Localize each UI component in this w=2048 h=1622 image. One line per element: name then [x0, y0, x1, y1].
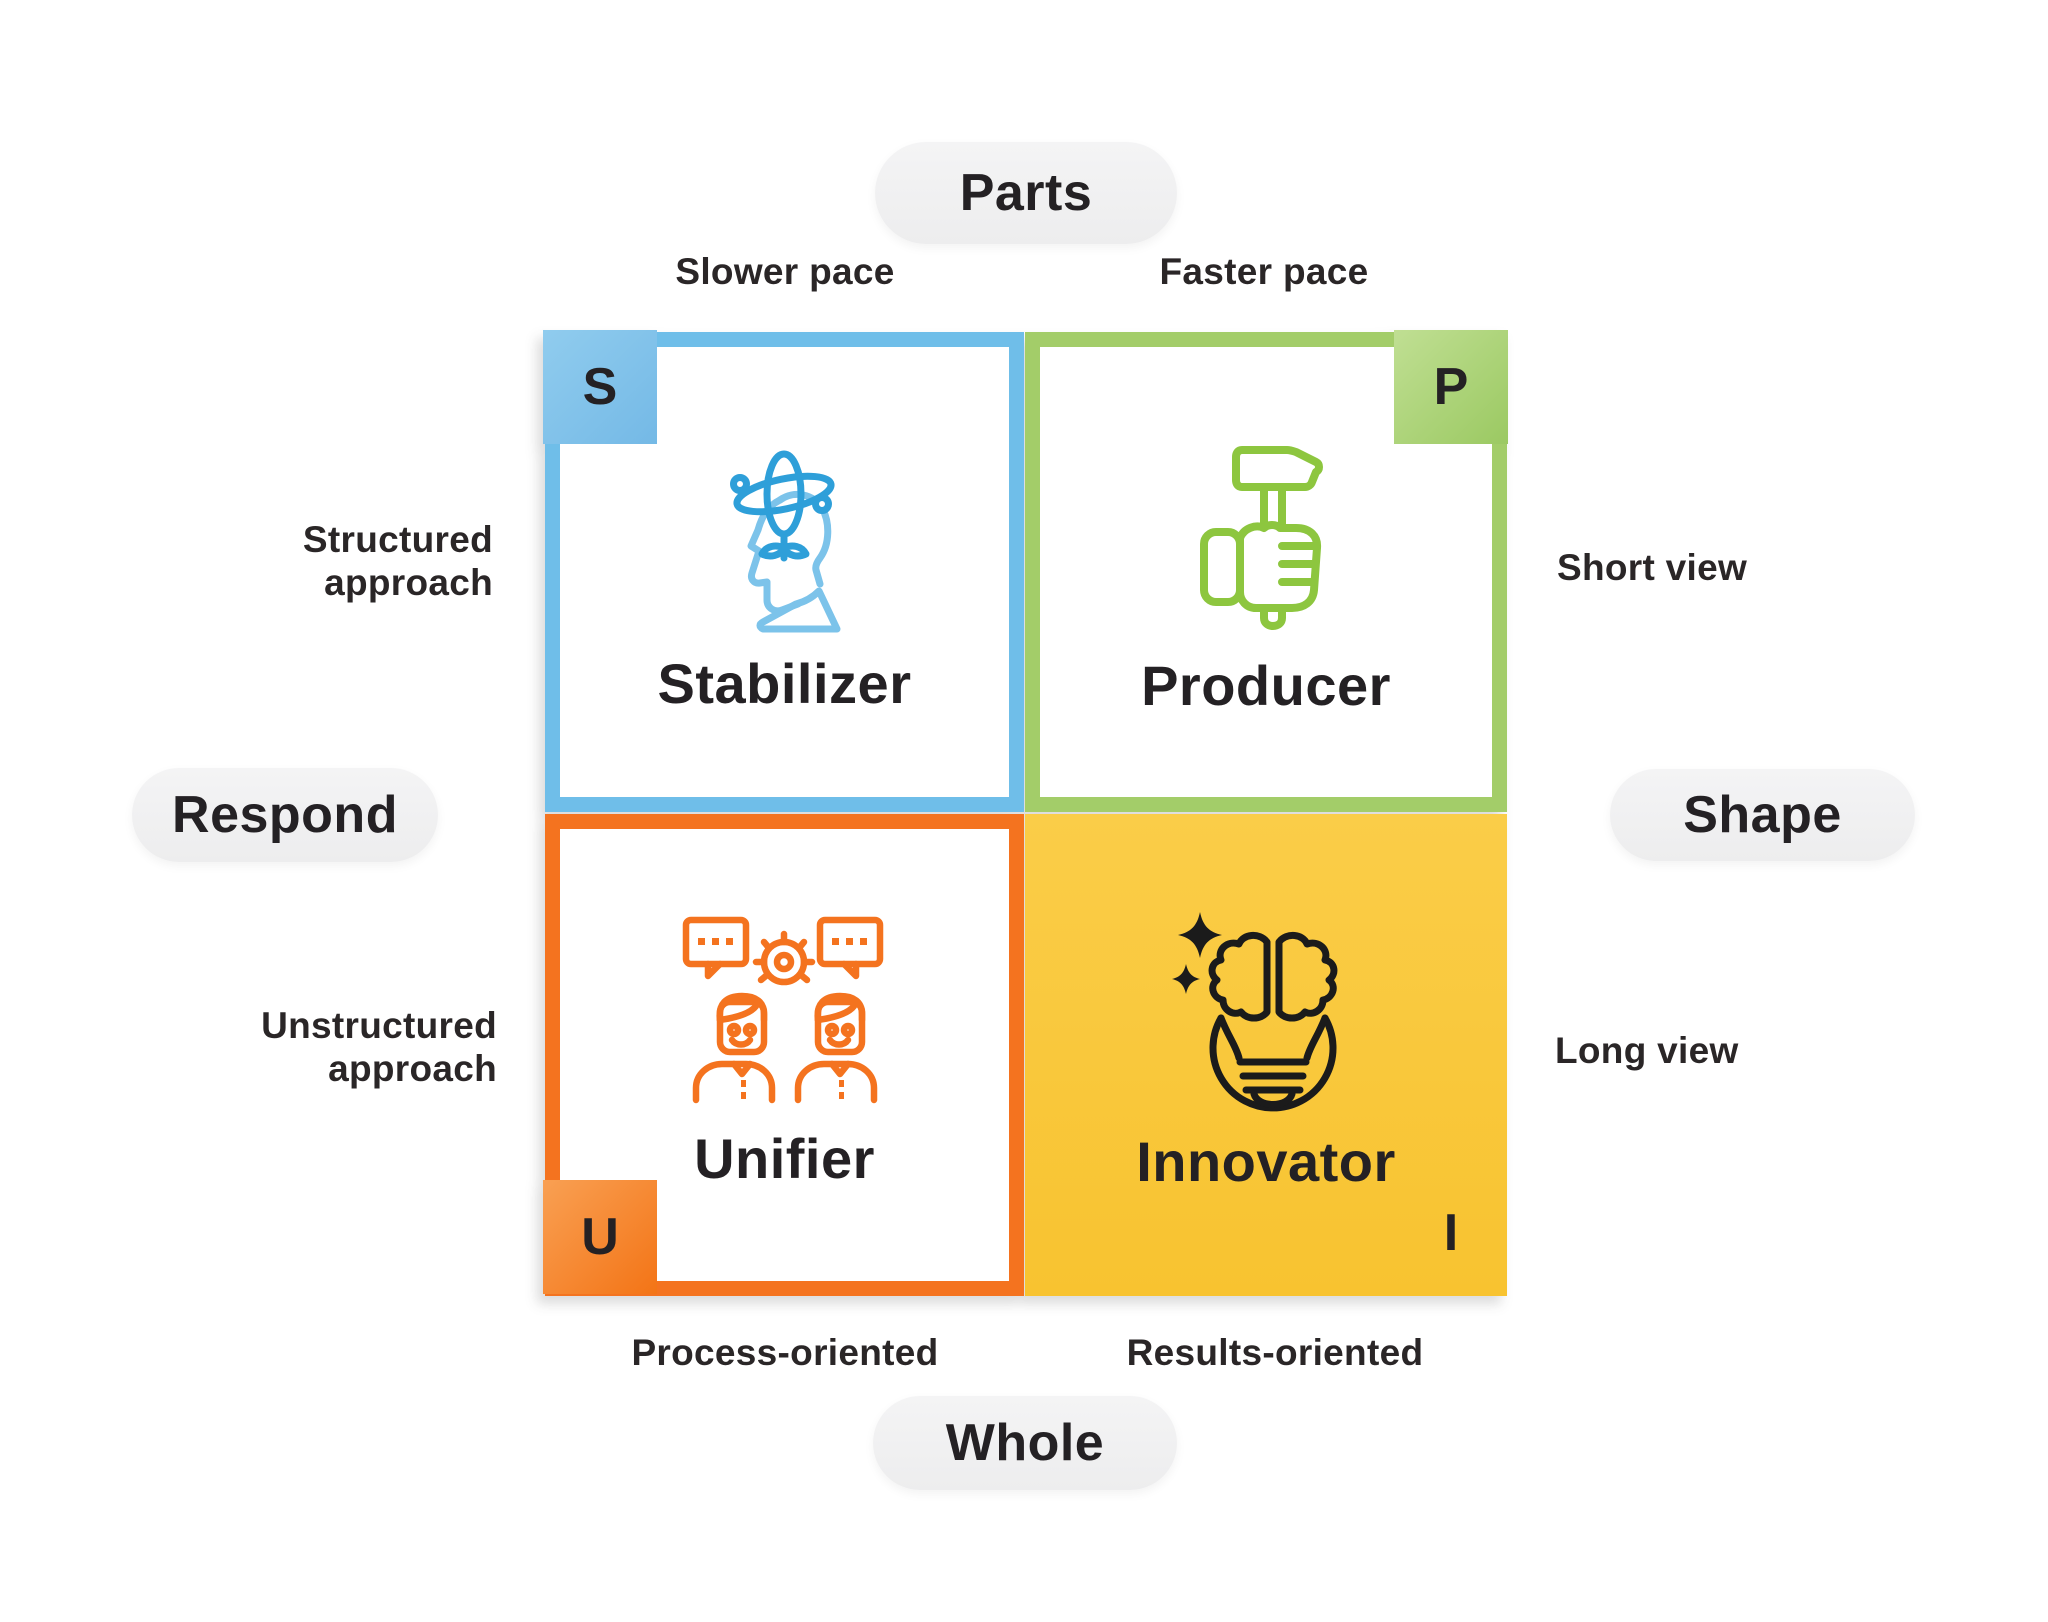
edge-label-line: approach: [328, 1048, 497, 1089]
quadrant-title-unifier: Unifier: [694, 1126, 875, 1190]
quadrant-title-innovator: Innovator: [1136, 1129, 1396, 1193]
corner-letter-i: I: [1443, 1204, 1459, 1262]
edge-label-process-oriented: Process-oriented: [631, 1332, 939, 1373]
edge-label-line: Unstructured: [261, 1005, 497, 1046]
edge-label-long-view: Long view: [1555, 1030, 1739, 1071]
two-people-gear-chat-icon: [682, 916, 884, 1104]
quadrant-title-producer: Producer: [1141, 653, 1391, 717]
axis-pill-parts: Parts: [875, 142, 1177, 244]
edge-label-results-oriented: Results-oriented: [1126, 1332, 1424, 1373]
edge-label-faster-pace: Faster pace: [1159, 251, 1369, 292]
axis-pill-respond: Respond: [132, 768, 438, 862]
quadrant-innovator: [1025, 814, 1507, 1296]
edge-label-slower-pace: Slower pace: [675, 251, 895, 292]
lightbulb-brain-icon: [1172, 912, 1338, 1112]
head-with-orbit-plant-icon: [730, 450, 841, 633]
edge-label-line: approach: [324, 562, 493, 603]
edge-label-structured-approach: Structured approach: [73, 518, 493, 604]
corner-tab-s: S: [543, 330, 657, 444]
quadrant-title-stabilizer: Stabilizer: [657, 651, 912, 715]
axis-pill-shape: Shape: [1610, 769, 1915, 861]
corner-tab-u: U: [543, 1180, 657, 1294]
edge-label-line: Structured: [302, 519, 493, 560]
axis-pill-whole: Whole: [873, 1396, 1177, 1490]
edge-label-unstructured-approach: Unstructured approach: [77, 1004, 497, 1090]
hand-holding-hammer-icon: [1200, 446, 1323, 630]
edge-label-short-view: Short view: [1557, 547, 1748, 588]
corner-tab-p: P: [1394, 330, 1508, 444]
